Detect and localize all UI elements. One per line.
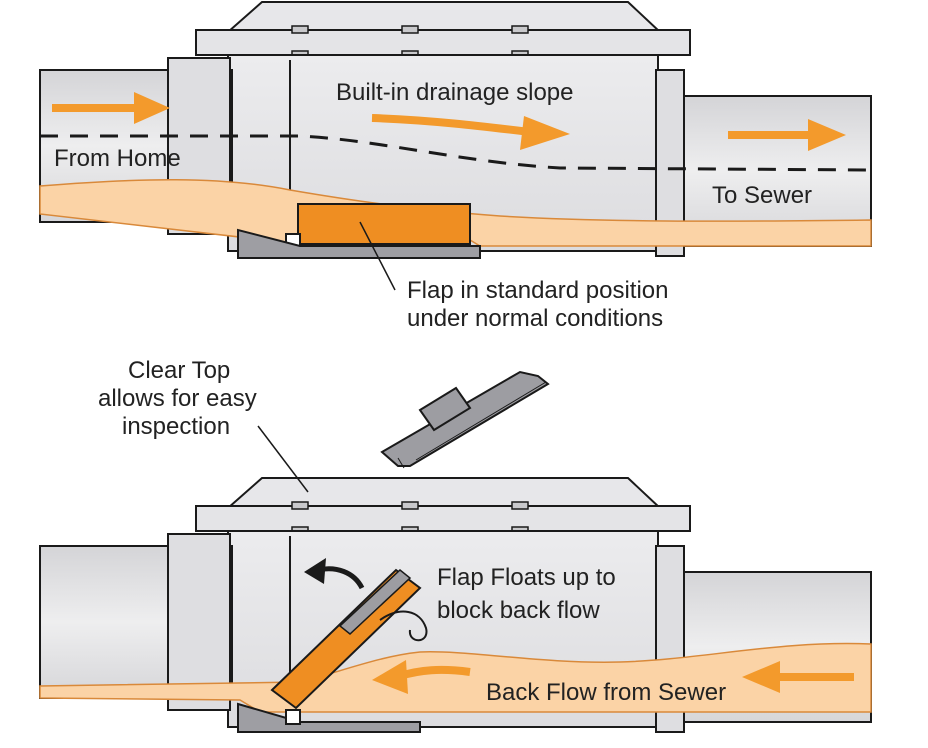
- panel-backflow: Clear Top allows for easy inspection Fla…: [39, 357, 872, 733]
- label-flap-floats-2: block back flow: [437, 597, 600, 624]
- valve-flange-2: [195, 505, 691, 532]
- label-clear-top-3: inspection: [122, 413, 230, 440]
- flow-arrow-icon: [52, 92, 170, 124]
- valve-sump: [237, 228, 481, 259]
- label-flap-floats-1: Flap Floats up to: [437, 564, 616, 591]
- label-clear-top-1: Clear Top: [128, 357, 230, 384]
- clear-top-cap: [380, 370, 550, 469]
- label-to-sewer: To Sewer: [712, 182, 812, 209]
- label-drainage-slope: Built-in drainage slope: [336, 79, 573, 106]
- flow-arrow-icon: [728, 119, 846, 151]
- label-clear-top-2: allows for easy: [98, 385, 257, 412]
- inlet-coupling-2: [167, 533, 231, 711]
- clear-top-leader-line: [257, 425, 309, 493]
- flap-floating: [270, 568, 428, 725]
- label-flap-standard-2: under normal conditions: [407, 305, 663, 332]
- label-back-flow: Back Flow from Sewer: [486, 679, 726, 706]
- panel-normal: Built-in drainage slope From Home To Sew…: [39, 1, 872, 332]
- flap-leader-line: [359, 221, 396, 291]
- flow-arrow-icon: [372, 660, 471, 694]
- flow-arrow-icon: [742, 661, 854, 693]
- label-flap-standard-1: Flap in standard position: [407, 277, 669, 304]
- lift-arrow-icon: [304, 558, 365, 590]
- valve-flange: [195, 29, 691, 56]
- flow-arrow-icon: [371, 114, 570, 150]
- label-from-home: From Home: [54, 145, 181, 172]
- flap-standard: [297, 203, 471, 245]
- drainage-slope-line: [40, 134, 872, 172]
